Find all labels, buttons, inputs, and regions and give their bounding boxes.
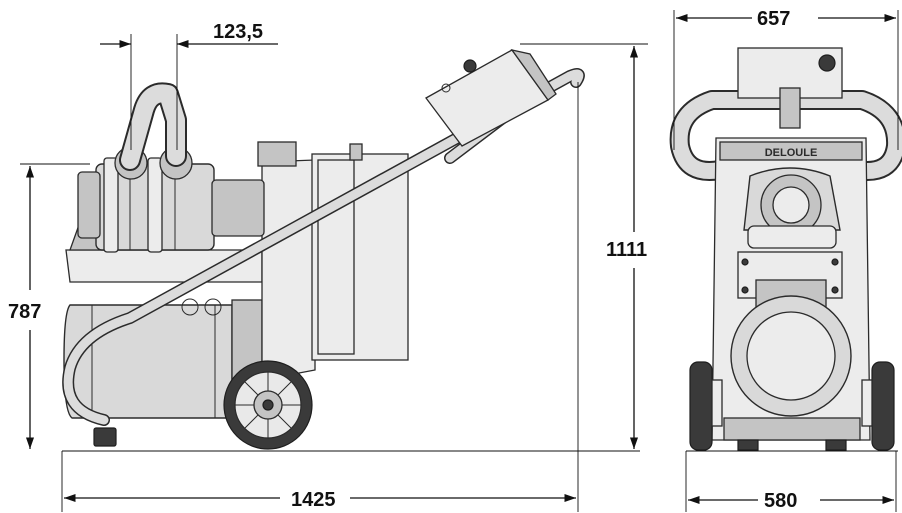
side-view: 123,5 787 1111 1425 <box>8 21 648 512</box>
front-view: DELOULE 657 <box>669 8 902 512</box>
side-wheel <box>223 360 313 450</box>
dim-base-width: 580 <box>764 490 797 512</box>
control-box <box>425 48 557 147</box>
dim-body-height: 787 <box>8 301 41 323</box>
front-gear-head <box>743 167 841 249</box>
exhaust-pipe <box>119 82 187 171</box>
dim-head-offset: 123,5 <box>213 21 263 43</box>
front-base <box>723 417 861 441</box>
front-axle-left <box>711 379 723 427</box>
dim-total-length: 1425 <box>291 489 336 511</box>
front-axle-right <box>861 379 873 427</box>
front-wheel-right <box>871 361 895 451</box>
frame-top-block <box>257 141 297 167</box>
front-wheel-left <box>689 361 713 451</box>
front-foot-right <box>825 439 847 451</box>
front-switch-knob <box>818 54 836 72</box>
rear-foot <box>93 427 117 447</box>
dim-total-height: 1111 <box>606 239 647 261</box>
brand-label: DELOULE <box>765 147 818 159</box>
dim-top-width: 657 <box>757 8 790 30</box>
front-handle-clamp <box>779 87 801 129</box>
front-foot-left <box>737 439 759 451</box>
frame-column <box>261 159 316 381</box>
front-motor <box>730 279 852 417</box>
front-brand-plate <box>719 141 863 161</box>
